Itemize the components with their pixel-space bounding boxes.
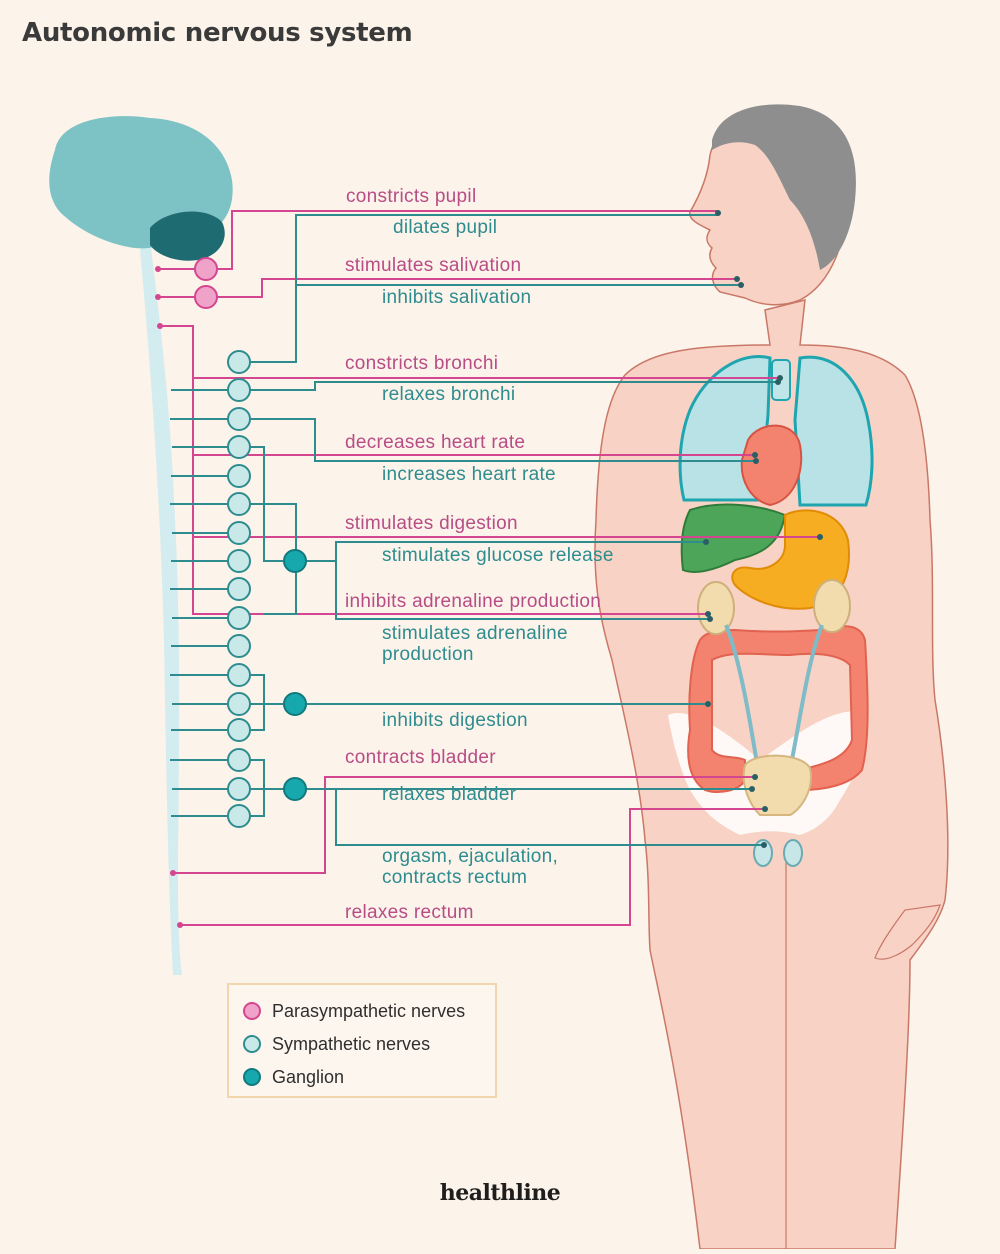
spinal-cord xyxy=(140,240,182,975)
ureter-right xyxy=(788,624,824,771)
sympathetic-chain-ganglion xyxy=(227,692,251,716)
sympathetic-chain-ganglion xyxy=(227,435,251,459)
nerve-origin xyxy=(155,266,161,272)
nerve-nodes xyxy=(155,210,823,928)
nerve-terminal xyxy=(761,842,767,848)
effect-stimulates-glucose-release: stimulates glucose release xyxy=(382,545,614,566)
sympathetic-chain-ganglion xyxy=(227,549,251,573)
legend: Parasympathetic nerves Sympathetic nerve… xyxy=(227,983,497,1098)
nerve-stimulates-glucose xyxy=(306,541,706,562)
right-lung xyxy=(793,355,874,507)
sympathetic-chain-ganglion xyxy=(227,492,251,516)
parasympathetic-swatch xyxy=(243,1002,261,1020)
sympathetic-chain-ganglion xyxy=(227,577,251,601)
nerve-terminal xyxy=(775,379,781,385)
hand xyxy=(874,904,941,960)
nerve-terminal xyxy=(752,452,758,458)
effect-stimulates-adrenaline-production: stimulates adrenaline production xyxy=(382,623,568,665)
sympathetic-chain-ganglion xyxy=(227,378,251,402)
ganglion xyxy=(283,549,307,573)
effect-stimulates-salivation: stimulates salivation xyxy=(345,255,522,276)
brain-and-spine xyxy=(49,116,233,975)
ganglion xyxy=(283,777,307,801)
cerebellum xyxy=(150,211,225,261)
effect-decreases-heart-rate: decreases heart rate xyxy=(345,432,526,453)
sympathetic-chain-ganglion xyxy=(227,718,251,742)
effect-relaxes-bladder: relaxes bladder xyxy=(382,784,517,805)
nerve-terminal xyxy=(752,774,758,780)
nerve-terminal xyxy=(734,276,740,282)
effect-relaxes-rectum: relaxes rectum xyxy=(345,902,474,923)
nerve-origin xyxy=(155,294,161,300)
legend-item-ganglion: Ganglion xyxy=(243,1064,344,1090)
legend-item-parasympathetic: Parasympathetic nerves xyxy=(243,998,465,1024)
nerve-terminal xyxy=(738,282,744,288)
sympathetic-chain-ganglion xyxy=(227,407,251,431)
nerve-terminal xyxy=(749,786,755,792)
nerve-terminal xyxy=(715,210,721,216)
nerve-origin xyxy=(177,922,183,928)
effect-contracts-bladder: contracts bladder xyxy=(345,747,496,768)
sympathetic-chain-ganglion xyxy=(227,663,251,687)
nerve-terminal xyxy=(753,458,759,464)
nerve-contracts-bladder xyxy=(173,776,755,874)
ganglion xyxy=(283,692,307,716)
left-kidney xyxy=(697,581,735,635)
testis-left xyxy=(753,839,773,867)
right-kidney xyxy=(813,579,851,633)
nerve-terminal xyxy=(705,611,711,617)
effect-inhibits-digestion: inhibits digestion xyxy=(382,710,528,731)
nerve-stimulates-adrenaline xyxy=(335,561,710,620)
nerve-origin xyxy=(170,870,176,876)
sympathetic-chain-ganglion xyxy=(227,464,251,488)
nerve-relaxes-rectum xyxy=(180,808,765,926)
nerve-terminal xyxy=(817,534,823,540)
legend-label: Ganglion xyxy=(272,1066,345,1087)
hair xyxy=(712,104,856,270)
parasympathetic-ganglion xyxy=(194,285,218,309)
nerve-terminal xyxy=(705,701,711,707)
liver xyxy=(680,503,787,573)
sympathetic-chain-ganglion xyxy=(227,777,251,801)
nerve-terminal xyxy=(707,616,713,622)
nerve-origin xyxy=(157,323,163,329)
healthline-logo: healthline xyxy=(439,1180,561,1206)
parasympathetic-ganglion xyxy=(194,257,218,281)
effect-inhibits-adrenaline-production: inhibits adrenaline production xyxy=(345,591,602,612)
sympathetic-chain-ganglion xyxy=(227,634,251,658)
nerve-inhibits-adrenaline xyxy=(192,537,708,615)
nerve-orgasm-ejaculation xyxy=(335,789,764,846)
sympathetic-chain-ganglion xyxy=(227,748,251,772)
legend-item-sympathetic: Sympathetic nerves xyxy=(243,1031,430,1057)
effect-dilates-pupil: dilates pupil xyxy=(393,217,498,238)
nerve-constricts-bronchi xyxy=(160,325,780,379)
sympathetic-chain-ganglion xyxy=(227,804,251,828)
effect-inhibits-salivation: inhibits salivation xyxy=(382,287,532,308)
effect-stimulates-digestion: stimulates digestion xyxy=(345,513,518,534)
effect-constricts-pupil: constricts pupil xyxy=(346,186,477,207)
legend-label: Parasympathetic nerves xyxy=(272,1000,466,1021)
effect-increases-heart-rate: increases heart rate xyxy=(382,464,556,485)
page-title: Autonomic nervous system xyxy=(22,18,413,48)
bladder xyxy=(742,754,812,816)
legend-label: Sympathetic nerves xyxy=(272,1033,431,1054)
effect-orgasm-ejaculation: orgasm, ejaculation, contracts rectum xyxy=(382,846,559,888)
sympathetic-chain-ganglion xyxy=(227,350,251,374)
nerve-terminal xyxy=(703,539,709,545)
nerve-dilates-pupil xyxy=(250,214,718,363)
ganglion-swatch xyxy=(243,1068,261,1086)
nerve-terminal xyxy=(762,806,768,812)
effect-constricts-bronchi: constricts bronchi xyxy=(345,353,499,374)
body-figure xyxy=(594,104,949,1250)
sympathetic-chain-ganglion xyxy=(227,521,251,545)
effect-relaxes-bronchi: relaxes bronchi xyxy=(382,384,516,405)
sympathetic-chain-ganglion xyxy=(227,606,251,630)
heart xyxy=(740,424,803,507)
testis-right xyxy=(783,839,803,867)
ureter-left xyxy=(724,624,760,771)
sympathetic-swatch xyxy=(243,1035,261,1053)
